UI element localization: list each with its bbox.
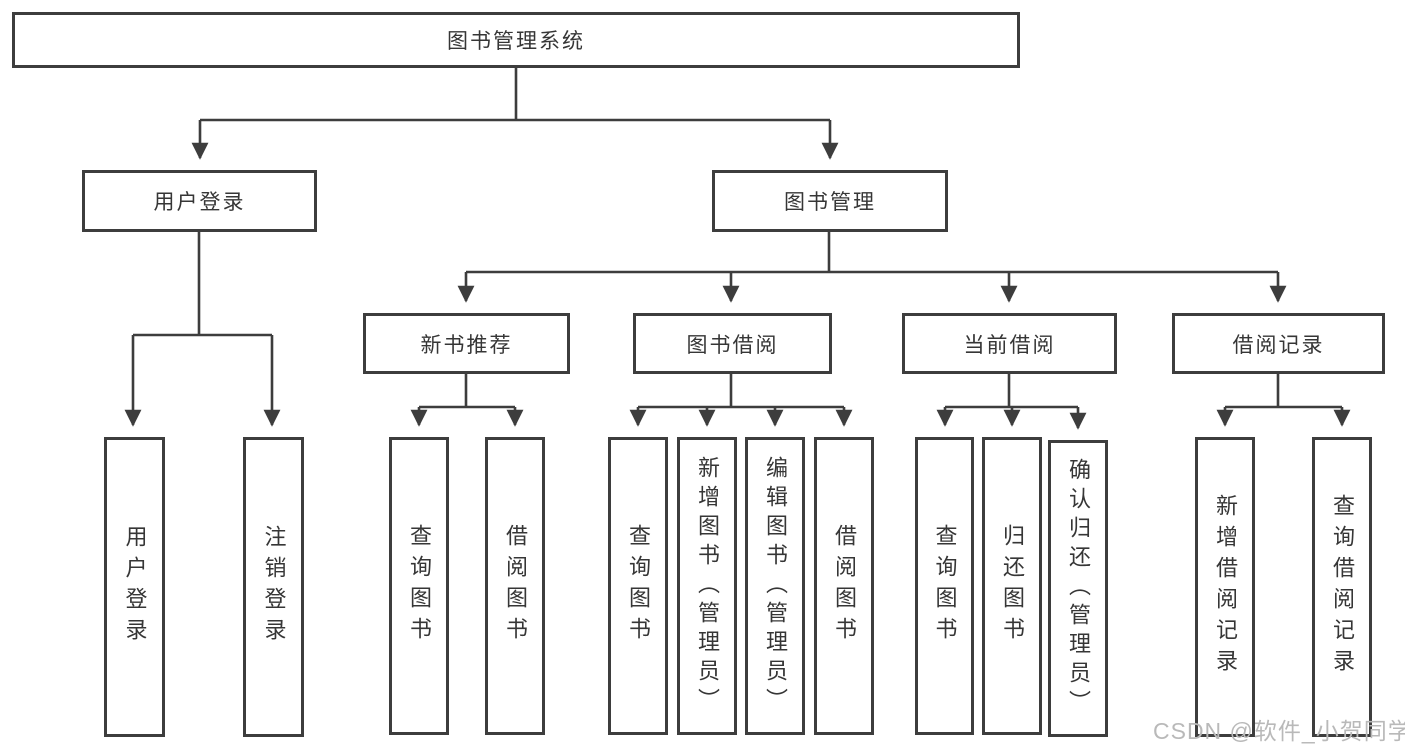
node-label: 编辑图书（管理员） — [763, 455, 788, 717]
node-label: 借阅记录 — [1232, 333, 1325, 357]
leaf-return-book: 归还图书 — [982, 437, 1042, 735]
leaf-user-login: 用户登录 — [104, 437, 165, 737]
node-label: 借阅图书 — [503, 524, 528, 648]
node-label: 新增借阅记录 — [1213, 494, 1238, 680]
node-new-book-recommend: 新书推荐 — [363, 313, 570, 374]
leaf-add-borrow-record: 新增借阅记录 — [1195, 437, 1255, 737]
node-label: 用户登录 — [122, 525, 148, 649]
node-label: 查询图书 — [626, 524, 651, 648]
node-label: 注销登录 — [261, 525, 287, 649]
leaf-query-borrow-record: 查询借阅记录 — [1312, 437, 1372, 737]
node-book-borrow: 图书借阅 — [633, 313, 832, 374]
node-current-borrow: 当前借阅 — [902, 313, 1117, 374]
node-user-login-branch: 用户登录 — [82, 170, 317, 232]
leaf-add-book-admin: 新增图书（管理员） — [677, 437, 737, 735]
leaf-query-books-current: 查询图书 — [915, 437, 974, 735]
leaf-query-books-borrow: 查询图书 — [608, 437, 668, 735]
node-root-system: 图书管理系统 — [12, 12, 1020, 68]
leaf-logout: 注销登录 — [243, 437, 304, 737]
node-label: 图书借阅 — [686, 333, 779, 357]
csdn-watermark: CSDN @软件_小贺同学 — [1153, 718, 1405, 744]
leaf-edit-book-admin: 编辑图书（管理员） — [745, 437, 805, 735]
node-label: 新增图书（管理员） — [695, 455, 720, 717]
node-label: 查询借阅记录 — [1330, 494, 1355, 680]
connector-group — [124, 68, 1351, 430]
leaf-query-books-recommend: 查询图书 — [389, 437, 449, 735]
node-label: 确认归还（管理员） — [1066, 458, 1091, 719]
node-book-management: 图书管理 — [712, 170, 948, 232]
leaf-borrow-books: 借阅图书 — [814, 437, 874, 735]
leaf-confirm-return-admin: 确认归还（管理员） — [1048, 440, 1108, 737]
node-label: 用户登录 — [153, 191, 246, 214]
node-borrow-records: 借阅记录 — [1172, 313, 1385, 374]
node-label: 当前借阅 — [963, 333, 1056, 357]
node-label: 图书管理系统 — [447, 30, 585, 53]
node-label: 查询图书 — [407, 524, 432, 648]
node-label: 归还图书 — [1000, 524, 1025, 648]
node-label: 借阅图书 — [832, 524, 857, 648]
node-label: 查询图书 — [932, 524, 958, 648]
node-label: 图书管理 — [784, 191, 876, 214]
node-label: 新书推荐 — [420, 333, 513, 357]
leaf-borrow-books-recommend: 借阅图书 — [485, 437, 545, 735]
